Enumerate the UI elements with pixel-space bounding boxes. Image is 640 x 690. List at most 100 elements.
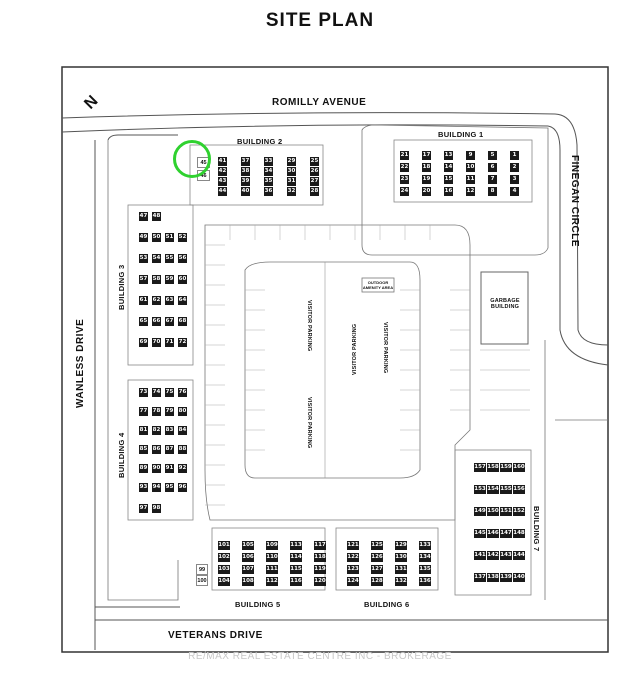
unit-44: 44 [218,187,227,196]
unit-51: 51 [165,233,174,242]
street-finegan-circle: FINEGAN CIRCLE [569,155,580,247]
unit-96: 96 [178,483,187,492]
unit-102: 102 [218,553,230,562]
unit-122: 122 [347,553,359,562]
unit-140: 140 [513,573,525,582]
unit-8: 8 [488,187,497,196]
unit-82: 82 [152,426,161,435]
unit-86: 86 [152,445,161,454]
unit-5: 5 [488,151,497,160]
unit-112: 112 [266,577,278,586]
unit-97: 97 [139,504,148,513]
unit-110: 110 [266,553,278,562]
unit-111: 111 [266,565,278,574]
unit-123: 123 [347,565,359,574]
unit-124: 124 [347,577,359,586]
unit-158: 158 [487,463,499,472]
unit-159: 159 [500,463,512,472]
unit-147: 147 [500,529,512,538]
unit-77: 77 [139,407,148,416]
unit-131: 131 [395,565,407,574]
unit-38: 38 [241,167,250,176]
unit-141: 141 [474,551,486,560]
unit-117: 117 [314,541,326,550]
unit-18: 18 [422,163,431,172]
unit-101: 101 [218,541,230,550]
unit-71: 71 [165,338,174,347]
unit-106: 106 [242,553,254,562]
unit-148: 148 [513,529,525,538]
unit-21: 21 [400,151,409,160]
unit-121: 121 [347,541,359,550]
unit-20: 20 [422,187,431,196]
unit-119: 119 [314,565,326,574]
unit-149: 149 [474,507,486,516]
unit-104: 104 [218,577,230,586]
unit-65: 65 [139,317,148,326]
unit-35: 35 [264,177,273,186]
unit-150: 150 [487,507,499,516]
unit-64: 64 [178,296,187,305]
unit-107: 107 [242,565,254,574]
unit-146: 146 [487,529,499,538]
unit-80: 80 [178,407,187,416]
unit-90: 90 [152,464,161,473]
unit-52: 52 [178,233,187,242]
unit-1: 1 [510,151,519,160]
unit-76: 76 [178,388,187,397]
unit-93: 93 [139,483,148,492]
unit-4: 4 [510,187,519,196]
unit-2: 2 [510,163,519,172]
unit-17: 17 [422,151,431,160]
visitor-parking-label: VISITOR PARKING [306,397,312,449]
unit-61: 61 [139,296,148,305]
unit-145: 145 [474,529,486,538]
unit-109: 109 [266,541,278,550]
unit-43: 43 [218,177,227,186]
unit-33: 33 [264,157,273,166]
unit-120: 120 [314,577,326,586]
unit-67: 67 [165,317,174,326]
unit-126: 126 [371,553,383,562]
unit-14: 14 [444,163,453,172]
unit-142: 142 [487,551,499,560]
unit-29: 29 [287,157,296,166]
unit-136: 136 [419,577,431,586]
unit-105: 105 [242,541,254,550]
unit-135: 135 [419,565,431,574]
building-1-label: BUILDING 1 [438,130,484,139]
visitor-parking-label: VISITOR PARKING [352,323,358,375]
unit-143: 143 [500,551,512,560]
unit-60: 60 [178,275,187,284]
unit-28: 28 [310,187,319,196]
unit-53: 53 [139,254,148,263]
unit-87: 87 [165,445,174,454]
unit-12: 12 [466,187,475,196]
unit-155: 155 [500,485,512,494]
unit-69: 69 [139,338,148,347]
unit-128: 128 [371,577,383,586]
unit-56: 56 [178,254,187,263]
unit-95: 95 [165,483,174,492]
unit-85: 85 [139,445,148,454]
unit-89: 89 [139,464,148,473]
unit-13: 13 [444,151,453,160]
unit-31: 31 [287,177,296,186]
unit-118: 118 [314,553,326,562]
street-veterans-drive: VETERANS DRIVE [168,630,263,641]
unit-91: 91 [165,464,174,473]
unit-39: 39 [241,177,250,186]
unit-54: 54 [152,254,161,263]
unit-40: 40 [241,187,250,196]
unit-48: 48 [152,212,161,221]
building-4-label: BUILDING 4 [117,432,126,478]
unit-134: 134 [419,553,431,562]
unit-37: 37 [241,157,250,166]
unit-83: 83 [165,426,174,435]
street-wanless-drive: WANLESS DRIVE [75,318,86,408]
unit-114: 114 [290,553,302,562]
unit-99: 99 [196,564,208,575]
page-title: SITE PLAN [265,10,375,31]
unit-59: 59 [165,275,174,284]
unit-23: 23 [400,175,409,184]
